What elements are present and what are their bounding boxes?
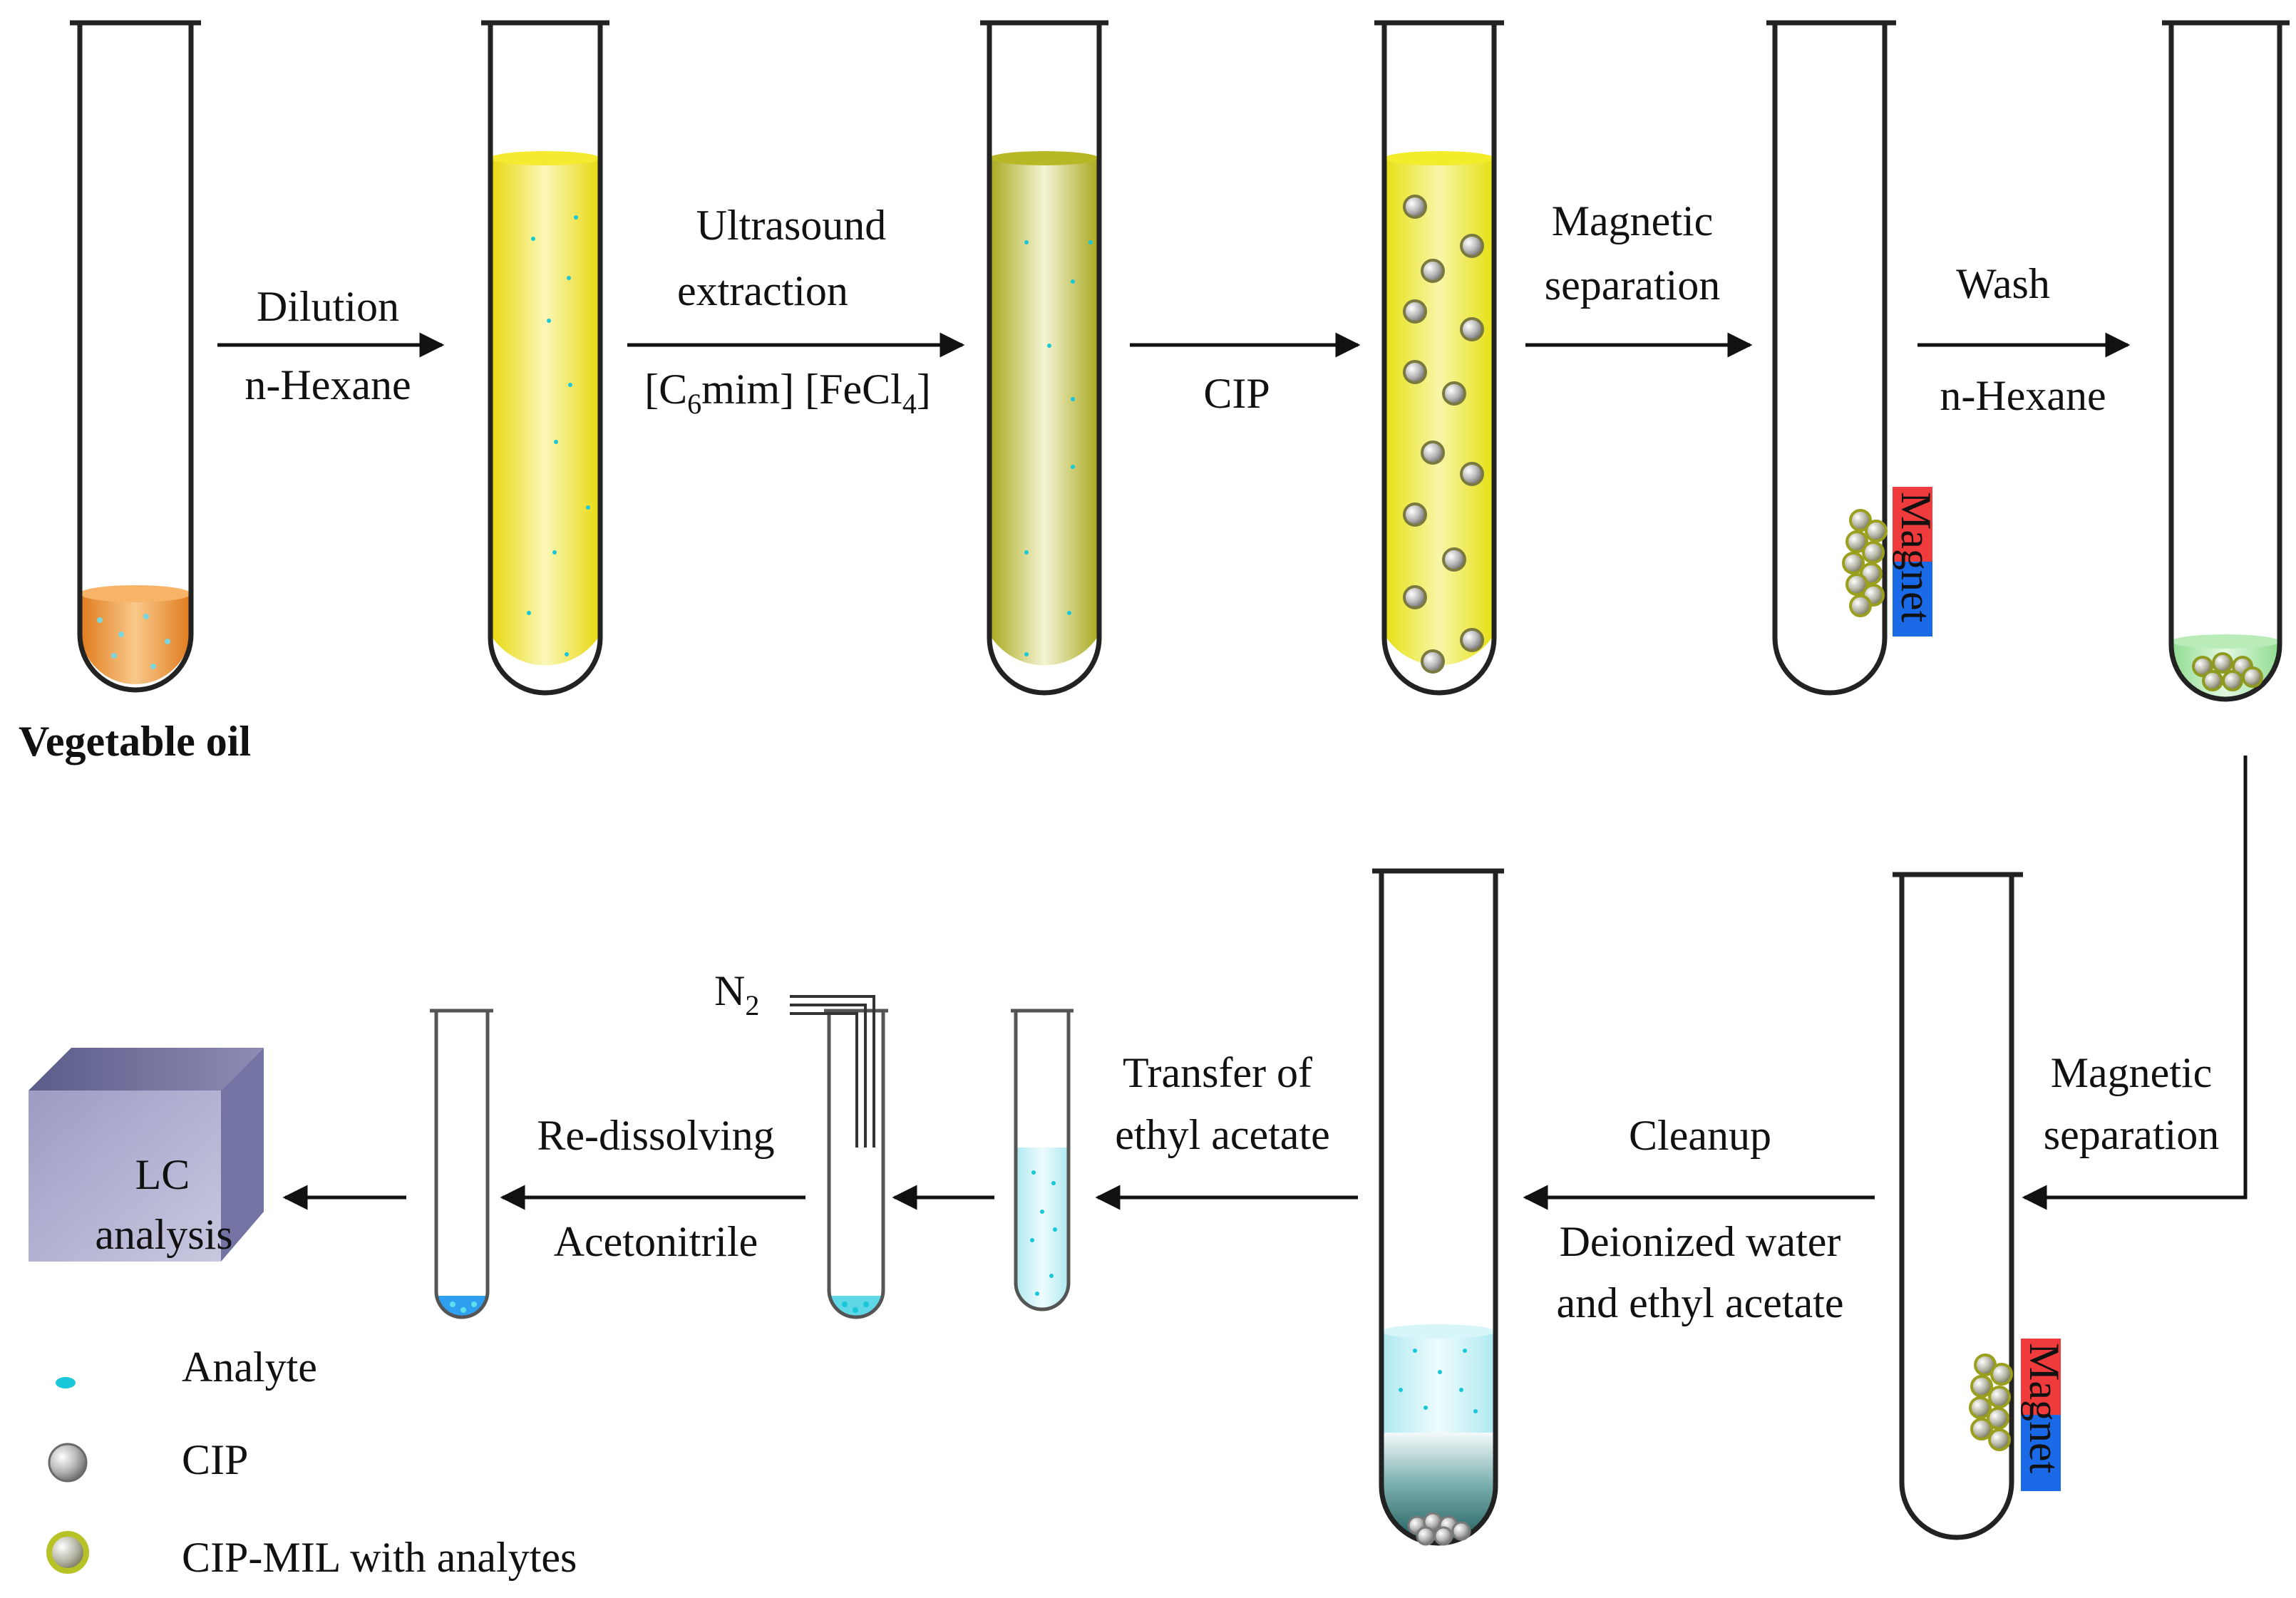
tube-magnetic-separation-2: Magnet <box>1893 872 2068 1540</box>
magnet-icon: Magnet <box>1893 487 1940 636</box>
step-ultrasound-line1: Ultrasound <box>696 202 887 249</box>
tube-two-phase <box>1372 868 1504 1546</box>
nitrogen-label: N2 <box>714 967 759 1021</box>
step-magnetic-separation-1-line1: Magnetic <box>1552 197 1714 244</box>
svg-text:Magnet: Magnet <box>1893 492 1940 623</box>
step-redissolve-label: Re-dissolving <box>537 1112 774 1159</box>
magnet-icon: Magnet <box>2021 1339 2068 1491</box>
tube-extracted <box>980 20 1108 696</box>
tube-n2-evaporation <box>790 995 888 1319</box>
lc-label-line1: LC <box>135 1151 190 1198</box>
step-transfer-line1: Transfer of <box>1123 1049 1312 1096</box>
legend-cipmil-label: CIP-MIL with analytes <box>182 1534 577 1581</box>
nitrogen-inlet-icon <box>790 995 875 1148</box>
test-tube-icon <box>430 1009 493 1319</box>
legend-cip-label: CIP <box>182 1436 248 1483</box>
step-cleanup-reagent-line1: Deionized water <box>1560 1218 1841 1265</box>
test-tube-icon <box>1374 20 1504 696</box>
step-magnetic-separation-2-line2: separation <box>2044 1111 2220 1158</box>
test-tube-icon <box>824 1009 888 1319</box>
lc-instrument-icon <box>29 1048 264 1262</box>
step-redissolve-solvent: Acetonitrile <box>554 1218 758 1265</box>
step-cleanup-label: Cleanup <box>1629 1112 1771 1159</box>
legend-cipmil-swatch <box>46 1531 89 1574</box>
legend-analyte-swatch <box>56 1377 76 1388</box>
svg-text:Magnet: Magnet <box>2021 1343 2068 1474</box>
step-transfer-line2: ethyl acetate <box>1115 1111 1329 1158</box>
test-tube-icon <box>1893 872 2023 1540</box>
caption-vegetable-oil: Vegetable oil <box>19 718 251 765</box>
tube-diluted <box>481 20 609 696</box>
legend-analyte-label: Analyte <box>182 1344 317 1391</box>
tube-cip-added <box>1374 20 1504 696</box>
tube-magnetic-separation: Magnet <box>1766 20 1940 696</box>
step-wash-label: Wash <box>1956 260 2050 307</box>
step-dilution-label: Dilution <box>257 283 399 330</box>
tube-ethyl-acetate <box>1011 1009 1074 1311</box>
step-ionic-liquid-reagent: [C6mim] [FeCl4] <box>644 366 931 420</box>
tube-vegetable-oil <box>70 20 201 693</box>
test-tube-icon <box>2162 20 2290 702</box>
connector-line <box>2022 756 2248 1210</box>
test-tube-icon <box>70 20 201 693</box>
step-cip-label: CIP <box>1203 370 1270 417</box>
test-tube-icon <box>481 20 609 696</box>
step-ultrasound-line2: extraction <box>677 267 848 314</box>
lc-label-line2: analysis <box>95 1211 232 1258</box>
test-tube-icon <box>1011 1009 1074 1311</box>
step-cleanup-reagent-line2: and ethyl acetate <box>1556 1279 1843 1326</box>
legend: Analyte CIP CIP-MIL with analytes <box>46 1344 577 1581</box>
step-wash-solvent: n-Hexane <box>1940 372 2106 419</box>
step-dilution-solvent: n-Hexane <box>244 361 411 408</box>
test-tube-icon <box>1766 20 1896 696</box>
tube-washed <box>2162 20 2290 702</box>
step-magnetic-separation-2-line1: Magnetic <box>2051 1049 2213 1096</box>
test-tube-icon <box>980 20 1108 696</box>
step-magnetic-separation-1-line2: separation <box>1545 262 1721 309</box>
tube-acetonitrile <box>430 1009 493 1319</box>
legend-cip-swatch <box>48 1443 88 1483</box>
